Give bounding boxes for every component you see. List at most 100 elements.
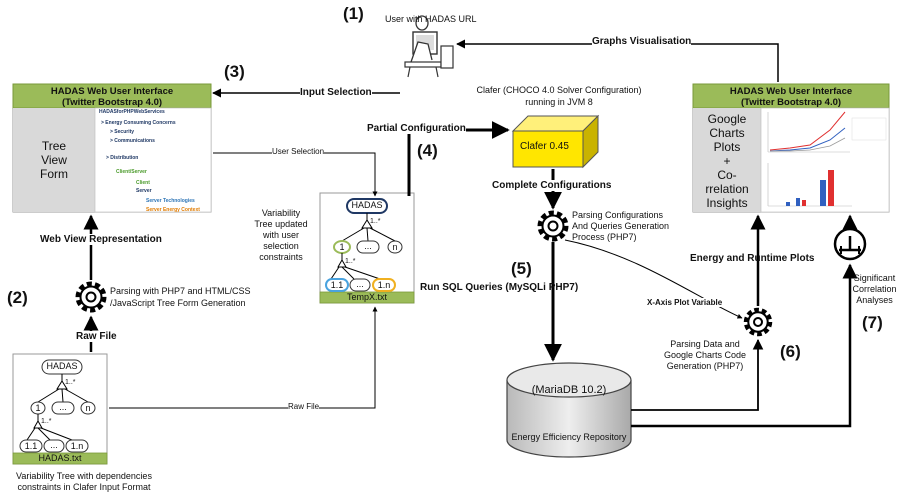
correlation-caption-line-2: Correlation bbox=[852, 284, 897, 294]
gauge-icon bbox=[833, 227, 867, 261]
hadas-file-box bbox=[12, 353, 108, 465]
tree-item: Server Technologies bbox=[146, 198, 195, 204]
tempx-node-1: 1 bbox=[339, 242, 345, 252]
parsing-configs-line-2: And Queries Generation bbox=[572, 221, 670, 231]
step-5-label: (5) bbox=[511, 259, 532, 278]
tempx-node-1-1: 1.1 bbox=[330, 280, 344, 290]
right-ui-header-line-2: (Twitter Bootstrap 4.0) bbox=[740, 97, 842, 108]
complete-configurations-label: Complete Configurations bbox=[492, 180, 612, 191]
run-sql-label: Run SQL Queries (MySQLi PHP7) bbox=[420, 282, 579, 293]
correlation-caption-line-1: Significant bbox=[853, 273, 896, 283]
hadas-node-dots: ... bbox=[59, 402, 67, 412]
right-web-ui-box bbox=[692, 83, 890, 213]
clafer-caption: Clafer (CHOCO 4.0 Solver Configuration) … bbox=[466, 84, 652, 108]
parsing-configs-line-1: Parsing Configurations bbox=[572, 210, 664, 220]
raw-file-up-label: Raw File bbox=[76, 331, 117, 342]
clafer-caption-line-2: running in JVM 8 bbox=[525, 97, 593, 107]
database-cylinder bbox=[506, 362, 632, 458]
left-ui-header-line-1: HADAS Web User Interface bbox=[50, 86, 174, 97]
gear-icon-parsing-configs bbox=[537, 210, 569, 242]
tree-item: Server bbox=[136, 188, 152, 194]
tempx-node-root: HADAS bbox=[351, 200, 383, 210]
parsing-data-line-3: Generation (PHP7) bbox=[666, 361, 744, 371]
tempx-node-1-n: 1.n bbox=[377, 280, 391, 290]
clafer-box-label: Clafer 0.45 bbox=[520, 141, 569, 152]
hadas-node-1: 1 bbox=[35, 403, 41, 413]
step-7-label: (7) bbox=[862, 313, 883, 332]
tempx-multiplicity-2: 1..* bbox=[345, 258, 356, 265]
gear-icon-parsing-php7 bbox=[75, 281, 107, 313]
parsing-php7-caption: Parsing with PHP7 and HTML/CSS /JavaScri… bbox=[110, 285, 251, 309]
hadas-node-dots-2: ... bbox=[50, 440, 58, 450]
input-selection-label: Input Selection bbox=[300, 87, 372, 98]
clafer-box bbox=[511, 114, 600, 169]
left-side-line-1: Tree bbox=[41, 139, 67, 153]
hadas-node-root: HADAS bbox=[46, 361, 78, 371]
hadas-caption-line-1: Variability Tree with dependencies bbox=[16, 471, 152, 481]
left-ui-header-line-2: (Twitter Bootstrap 4.0) bbox=[61, 97, 163, 108]
partial-configuration-label: Partial Configuration bbox=[367, 123, 466, 134]
charts-thumbnail bbox=[767, 111, 887, 207]
right-side-line-2: Charts bbox=[709, 126, 745, 140]
raw-file-right-label: Raw File bbox=[288, 402, 320, 411]
right-side-line-4: + bbox=[723, 154, 731, 168]
hadas-caption: Variability Tree with dependencies const… bbox=[4, 471, 164, 493]
clafer-caption-line-1: Clafer (CHOCO 4.0 Solver Configuration) bbox=[476, 85, 642, 95]
user-selection-label: User Selection bbox=[272, 147, 325, 156]
step-3-label: (3) bbox=[224, 62, 245, 81]
tree-item: > Security bbox=[110, 129, 135, 135]
tree-item: Client bbox=[136, 180, 150, 186]
parsing-php7-line-2: /JavaScript Tree Form Generation bbox=[110, 298, 246, 308]
right-ui-header: HADAS Web User Interface (Twitter Bootst… bbox=[693, 86, 889, 108]
hadas-node-1-1: 1.1 bbox=[24, 441, 38, 451]
gear-icon-parsing-data bbox=[743, 307, 773, 337]
step-4-label: (4) bbox=[417, 141, 438, 160]
tempx-caption: Variability Tree updated with user selec… bbox=[244, 208, 318, 263]
right-side-line-5: Co- bbox=[717, 168, 737, 182]
tempx-node-n: n bbox=[392, 242, 398, 252]
left-side-line-3: Form bbox=[40, 167, 68, 181]
right-side-line-3: Plots bbox=[713, 140, 741, 154]
parsing-data-caption: Parsing Data and Google Charts Code Gene… bbox=[660, 339, 750, 372]
hadas-multiplicity-2: 1..* bbox=[41, 418, 52, 425]
left-web-ui-box bbox=[12, 83, 212, 213]
parsing-php7-line-1: Parsing with PHP7 and HTML/CSS bbox=[110, 286, 251, 296]
parsing-data-line-2: Google Charts Code bbox=[663, 350, 747, 360]
right-ui-side-label: Google Charts Plots + Co- rrelation Insi… bbox=[693, 112, 761, 210]
hadas-multiplicity-1: 1..* bbox=[65, 379, 76, 386]
left-ui-header: HADAS Web User Interface (Twitter Bootst… bbox=[13, 86, 211, 108]
tempx-multiplicity-1: 1..* bbox=[370, 218, 381, 225]
database-label: Energy Efficiency Repository bbox=[511, 432, 627, 442]
user-caption: User with HADAS URL bbox=[385, 14, 477, 24]
tree-item: Client/Server bbox=[116, 169, 147, 175]
step-2-label: (2) bbox=[7, 288, 28, 307]
tempx-box bbox=[319, 192, 415, 304]
tempx-caption-line-2: Tree updated bbox=[254, 219, 308, 229]
right-side-line-1: Google bbox=[707, 112, 747, 126]
tempx-node-dots-2: ... bbox=[356, 279, 364, 289]
user-computer-icon bbox=[404, 15, 454, 78]
parsing-data-line-1: Parsing Data and bbox=[670, 339, 740, 349]
tempx-caption-line-3: with user bbox=[262, 230, 299, 240]
step-6-label: (6) bbox=[780, 342, 801, 361]
energy-runtime-label: Energy and Runtime Plots bbox=[690, 253, 815, 264]
tempx-caption-line-1: Variability bbox=[261, 208, 301, 218]
tempx-node-dots: ... bbox=[364, 241, 372, 251]
hadas-filename: HADAS.txt bbox=[38, 453, 82, 463]
parsing-configs-caption: Parsing Configurations And Queries Gener… bbox=[572, 210, 669, 243]
hadas-caption-line-2: constraints in Clafer Input Format bbox=[17, 482, 151, 492]
correlation-caption: Significant Correlation Analyses bbox=[842, 273, 907, 306]
hadas-node-n: n bbox=[85, 403, 91, 413]
right-ui-header-line-1: HADAS Web User Interface bbox=[729, 86, 853, 97]
graphs-visualisation-label: Graphs Visualisation bbox=[592, 36, 692, 47]
tree-item: Server Energy Context bbox=[146, 207, 200, 213]
tree-item: > Distribution bbox=[106, 155, 139, 161]
tree-item: HADASforPHPWebServices bbox=[99, 109, 165, 115]
tempx-caption-line-5: constraints bbox=[259, 252, 303, 262]
tree-item: > Energy Consuming Concerns bbox=[101, 120, 176, 126]
step-1-label: (1) bbox=[343, 4, 364, 23]
database-name: (MariaDB 10.2) bbox=[531, 384, 607, 396]
right-side-line-7: Insights bbox=[706, 196, 748, 210]
